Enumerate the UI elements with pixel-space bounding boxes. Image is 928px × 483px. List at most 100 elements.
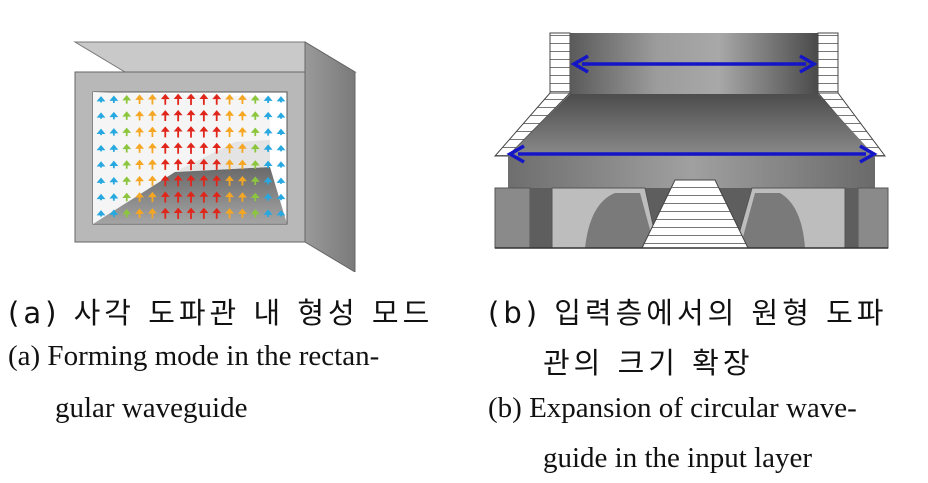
field-arrow [276,128,286,136]
field-arrow [263,95,273,104]
field-arrow [109,176,119,185]
field-arrow [122,160,132,169]
field-arrow [250,111,260,120]
rectangular-waveguide-figure [73,41,357,272]
field-arrow [109,128,119,136]
expansion-cone [508,94,875,156]
field-arrow [96,161,106,168]
field-arrow [186,158,196,171]
field-arrow [212,142,222,154]
caption-a-english-line2: gular waveguide [55,392,248,424]
field-arrow [276,112,286,119]
field-arrow [148,208,157,219]
field-arrow [109,160,119,169]
field-arrow [109,193,119,201]
field-arrow [96,193,106,201]
field-arrow [122,111,132,120]
caption-b-korean-line2: 관의 크기 확장 [543,346,754,380]
field-arrow [225,159,234,170]
upper-diameter-arrow-right-head [799,54,818,74]
field-arrow [238,192,247,202]
field-arrow [263,209,273,218]
field-arrow [173,175,183,187]
field-arrow [250,209,260,218]
field-arrow [276,144,286,152]
field-arrow [238,208,247,219]
field-arrow [135,94,144,105]
field-arrow [148,110,157,121]
field-arrow [225,94,234,105]
field-arrow [173,142,183,154]
field-arrow [186,126,196,138]
field-arrow [109,209,119,218]
field-arrow [276,177,286,184]
field-arrow [173,158,183,171]
field-arrow [199,158,209,171]
field-arrow [225,175,234,186]
field-arrow [199,175,209,187]
field-arrow [160,110,170,122]
upper-diameter-arrow-left-head [570,54,589,74]
field-arrow [199,93,209,105]
caption-b-english-line2: guide in the input layer [543,442,812,474]
field-arrow [173,109,183,122]
field-arrow [250,192,260,202]
field-arrow [199,191,209,203]
field-arrow [135,159,144,170]
expanded-diameter-arrow-left-head [506,144,525,164]
field-arrow [122,176,132,186]
field-arrow [96,210,106,217]
field-arrow [173,126,183,138]
field-arrow [212,175,222,187]
field-arrow [225,191,234,203]
field-arrow [212,93,222,105]
field-arrow [109,111,119,120]
field-arrow [263,176,273,185]
caption-a-korean: (a) 사각 도파관 내 형성 모드 [8,296,434,330]
field-arrow [148,191,157,203]
field-arrow [160,175,170,187]
field-arrow [148,142,157,154]
field-arrow [148,126,157,138]
field-arrow [160,126,170,138]
field-arrow [199,109,209,122]
field-arrow [122,95,132,104]
field-arrow [96,96,106,103]
field-arrow [212,191,222,203]
upper-right-wall [817,32,839,94]
field-arrow [96,144,106,152]
field-arrow [212,158,222,170]
field-arrow [109,144,119,152]
field-arrow [160,191,170,203]
field-arrow [186,93,196,105]
field-arrow [238,143,247,153]
field-arrow [186,207,196,219]
field-arrow [263,144,273,152]
field-arrow [96,112,106,119]
field-arrow [250,143,260,153]
field-arrow [109,95,119,104]
field-arrow [238,110,247,121]
field-arrow [122,127,132,137]
field-arrow [276,193,286,201]
field-arrow [122,192,132,202]
field-arrow [238,94,247,105]
field-arrow [122,209,132,218]
expanded-diameter-arrow-right-head [859,144,878,164]
field-arrow [212,126,222,138]
field-arrow [263,160,273,169]
upper-left-wall [549,32,571,94]
field-arrow [186,175,196,187]
field-arrow [276,210,286,217]
field-arrow [263,128,273,136]
field-arrow [263,193,273,201]
field-arrows [96,93,286,219]
field-arrow [250,176,260,186]
field-arrow [186,142,196,154]
field-arrow [276,161,286,168]
box-side-face [304,41,356,272]
field-arrow [122,143,132,153]
field-arrow [135,110,144,121]
caption-b-english-line1: (b) Expansion of circular wave- [488,392,857,424]
field-arrow [238,159,247,170]
